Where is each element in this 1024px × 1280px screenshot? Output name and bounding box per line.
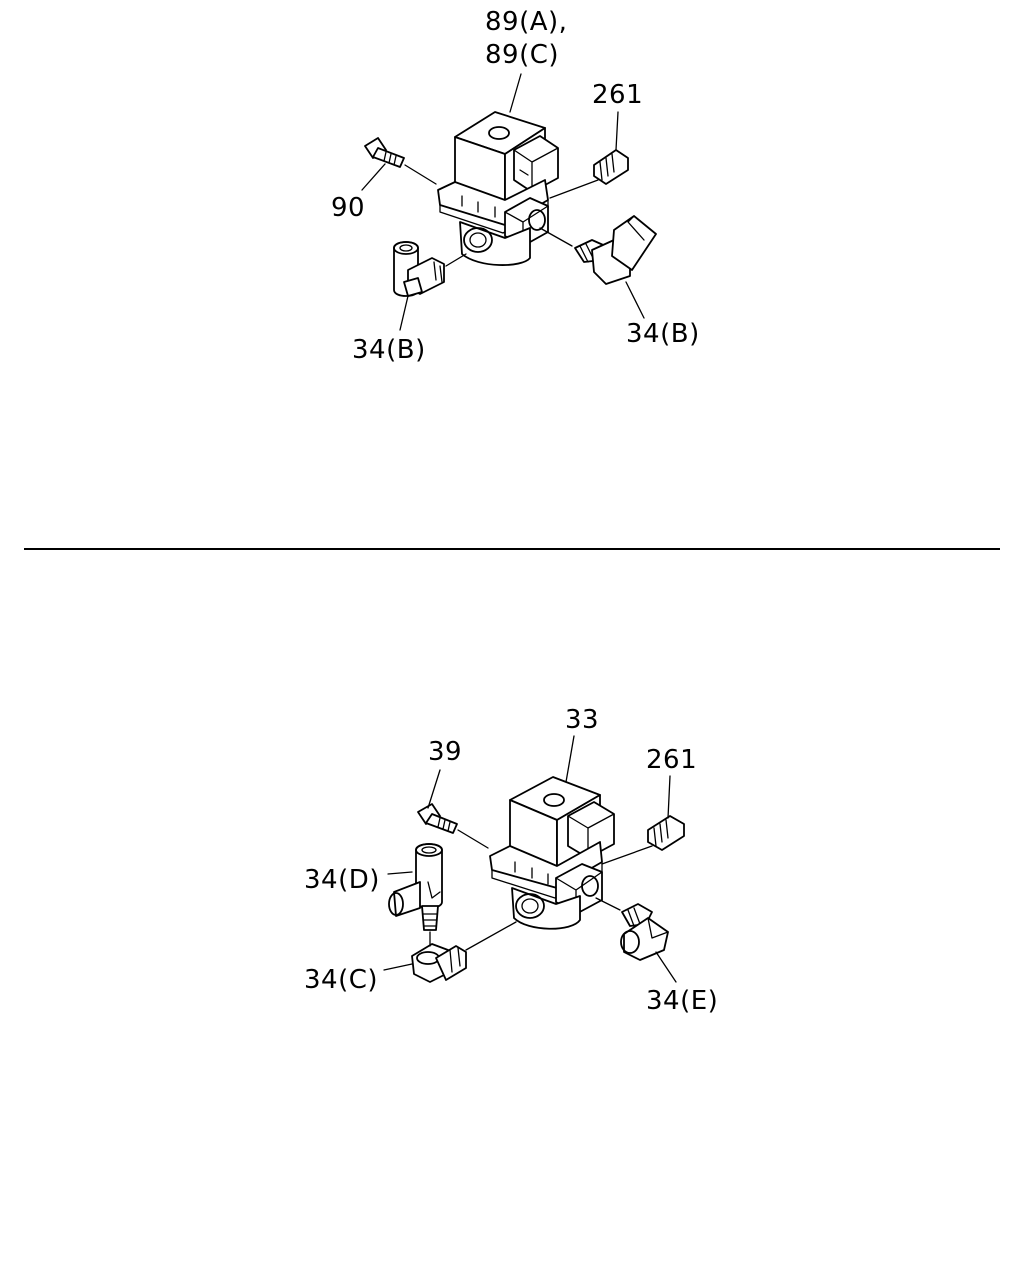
lower-elbow-fitting [411,921,517,983]
label-34c: 34(C) [304,965,378,995]
upper-assembly: 89(A), 89(C) 261 90 34(B) 34(B) [331,7,700,365]
lower-assembly: 33 39 261 34(D) 34(C) 34(E) [304,705,718,1016]
upper-leader-bolt [361,163,386,191]
lower-bolt [417,803,489,849]
lower-plug [601,815,685,865]
label-89-a: 89(A), [485,7,567,37]
label-261-lower: 261 [646,745,697,775]
upper-leader-left-fitting [399,295,409,331]
label-89-c: 89(C) [485,40,559,70]
lower-right-fitting [595,897,669,961]
label-34b-left: 34(B) [352,335,426,365]
lower-leader-right-fitting [655,951,677,983]
label-34b-right: 34(B) [626,319,700,349]
upper-leader-right-fitting [625,281,645,319]
lower-leader-plug [667,775,671,819]
upper-leader-valve [509,73,522,113]
label-34e: 34(E) [646,986,718,1016]
lower-leader-tee [387,871,413,875]
upper-valve-body [437,111,559,266]
lower-leader-elbow [383,963,413,971]
lower-leader-valve [565,735,575,783]
lower-valve-body [489,776,615,930]
label-261-upper: 261 [592,80,643,110]
label-33: 33 [565,705,599,735]
label-34d: 34(D) [304,865,380,895]
upper-plug [549,149,629,199]
upper-right-fitting [539,215,657,285]
upper-left-fitting [393,241,467,297]
lower-leader-bolt [427,769,441,809]
upper-leader-plug [615,111,619,151]
label-90: 90 [331,193,365,223]
lower-tee-fitting [388,843,443,931]
label-39: 39 [428,737,462,767]
upper-bolt [364,137,437,185]
